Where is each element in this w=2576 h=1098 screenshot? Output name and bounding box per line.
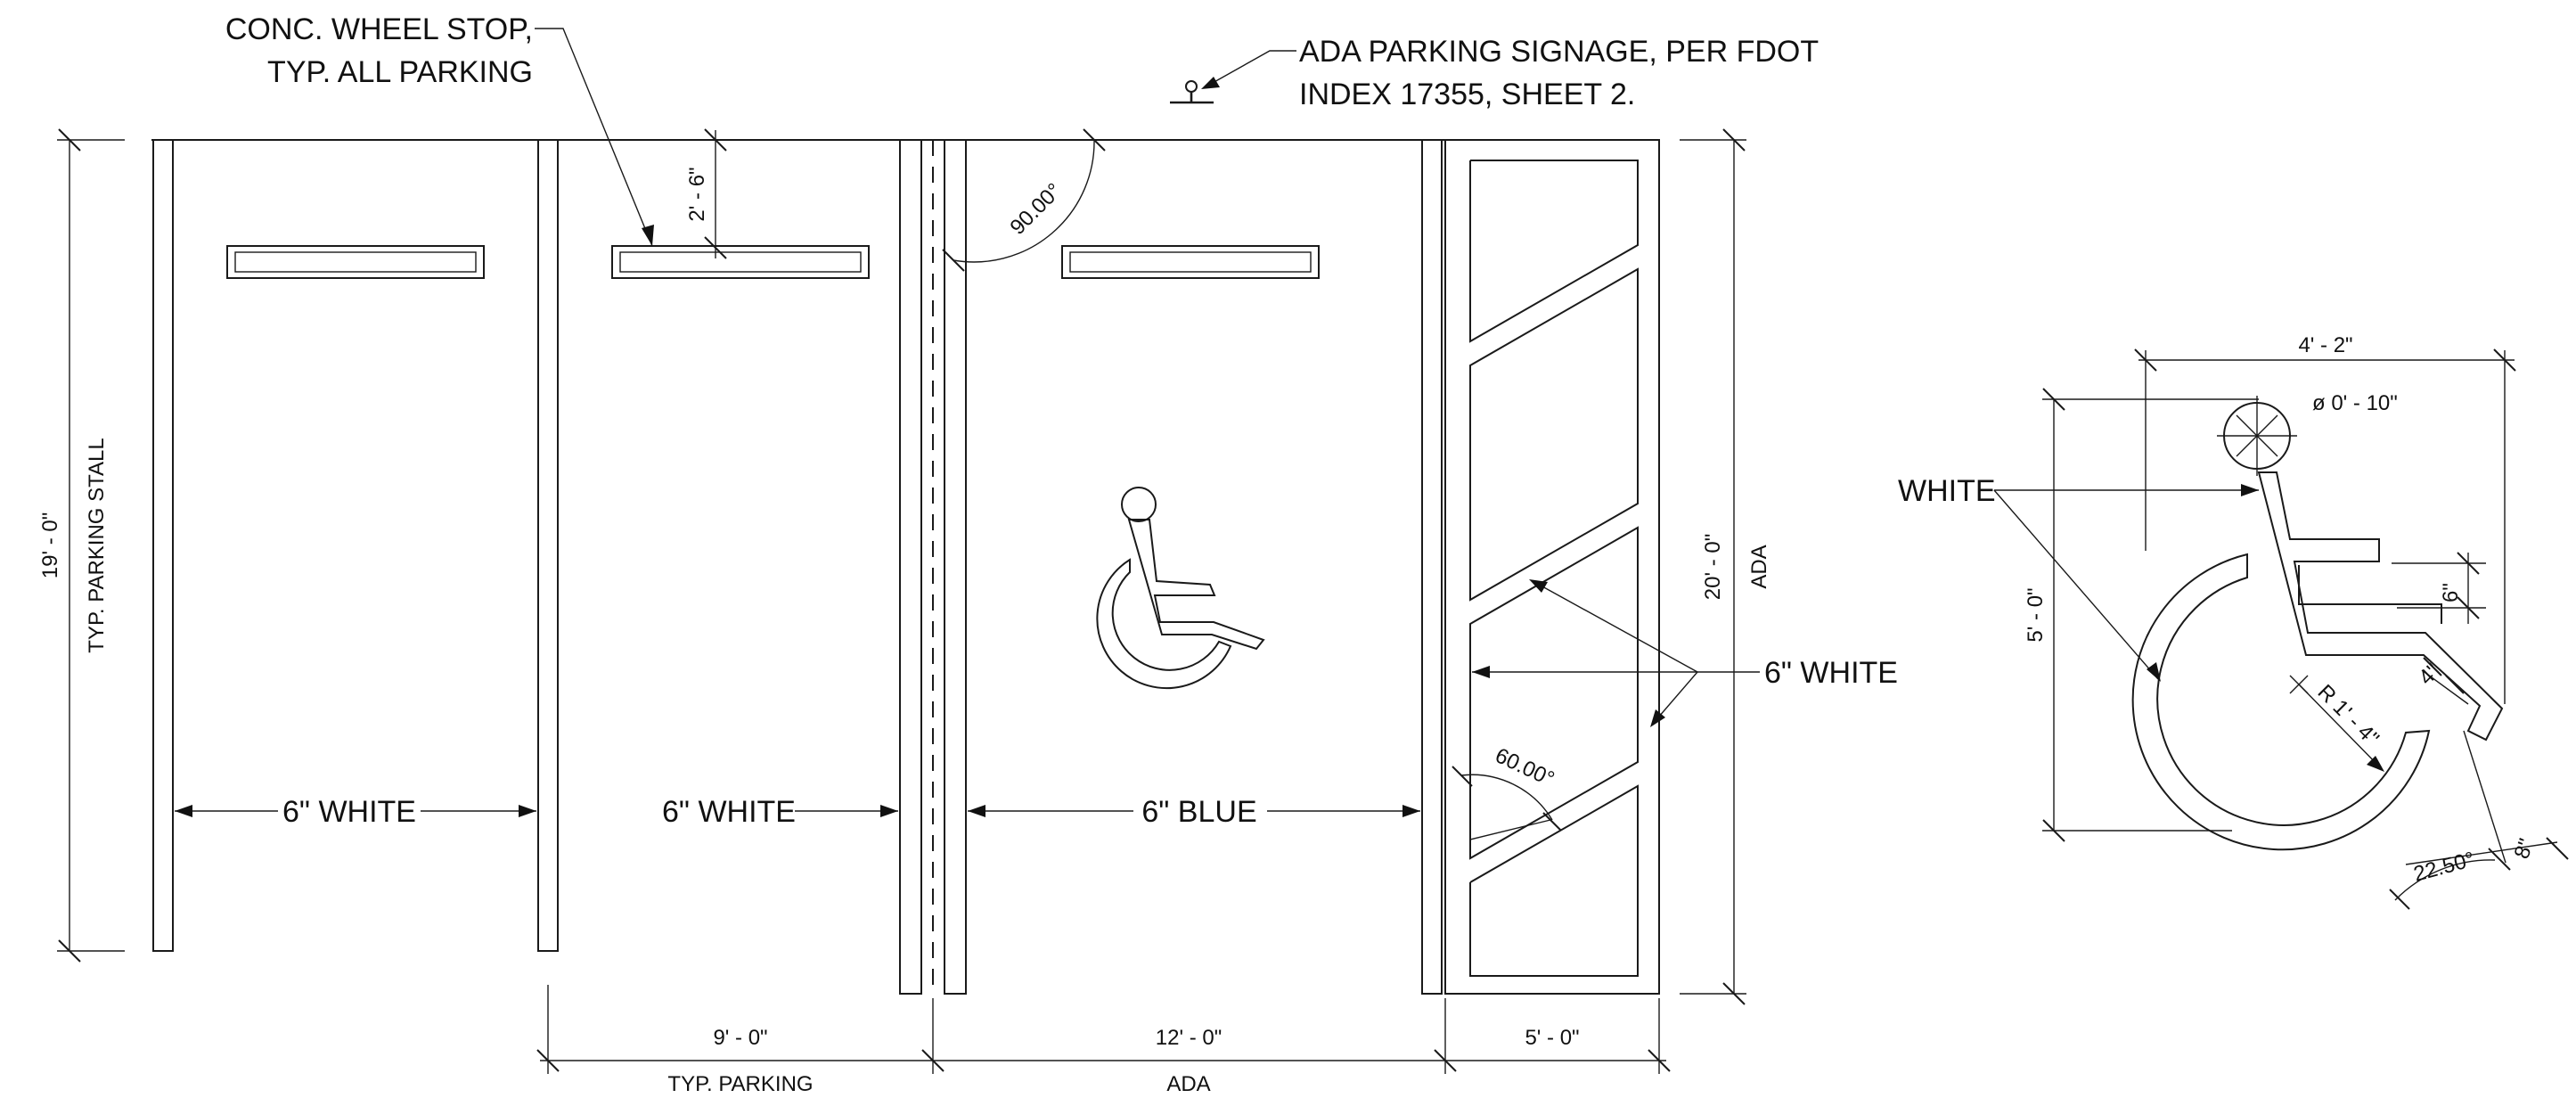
stripe-label-1: 6" WHITE	[282, 795, 416, 829]
stall-length-dim: 19' - 0"	[38, 512, 62, 578]
symbol-detail	[1993, 348, 2569, 910]
footrest-angle-dim: 22.50°	[2411, 848, 2477, 887]
signage-callout-line2: INDEX 17355, SHEET 2.	[1299, 78, 1635, 111]
aisle-hatching	[1469, 160, 1639, 977]
stall-stripe-left	[152, 139, 174, 952]
width-aisle-dim: 5' - 0"	[1525, 1026, 1579, 1050]
parking-layout	[151, 80, 1660, 995]
leaders	[175, 28, 1760, 817]
aisle-stripe-left	[1421, 139, 1443, 995]
hatch-angle-dim: 60.00°	[1492, 743, 1558, 791]
wheel-stop-3	[1061, 245, 1320, 279]
wheel-stop-2	[611, 245, 870, 279]
head-diameter-dim: ø 0' - 10"	[2312, 391, 2398, 415]
tick-4-dim: 4"	[2414, 659, 2445, 690]
detail-wheelchair-body-icon	[2257, 471, 2504, 742]
stall-stripe-middle	[537, 139, 559, 952]
stall-length-label: TYP. PARKING STALL	[85, 438, 109, 652]
width-ada-label: ADA	[1166, 1072, 1210, 1096]
stall-stripe-double-left	[899, 139, 922, 995]
width-ada-dim: 12' - 0"	[1156, 1026, 1222, 1050]
hatch-stripe-label: 6" WHITE	[1764, 656, 1898, 690]
tick-8-dim: 8"	[2510, 836, 2539, 863]
width-typ-label: TYP. PARKING	[667, 1072, 813, 1096]
wheel-stop-callout-line2: TYP. ALL PARKING	[267, 55, 533, 89]
tick-6-dim: 6"	[2439, 583, 2463, 602]
symbol-color-label: WHITE	[1898, 474, 1996, 508]
stop-offset-dim: 2' - 6"	[685, 167, 709, 221]
corner-angle-dim: 90.00°	[1006, 179, 1067, 240]
wheel-radius-dim: R 1' - 4"	[2313, 680, 2384, 750]
layout-dimensions	[57, 128, 1746, 1074]
labels: CONC. WHEEL STOP, TYP. ALL PARKING ADA P…	[38, 12, 2539, 1096]
wheel-stop-1	[226, 245, 485, 279]
stall-stripe-double-right	[944, 139, 967, 995]
aisle-border	[1444, 139, 1660, 995]
stripe-label-2: 6" WHITE	[662, 795, 796, 829]
symbol-width-dim: 4' - 2"	[2298, 333, 2352, 357]
wheel-stop-callout-line1: CONC. WHEEL STOP,	[225, 12, 533, 46]
width-typ-dim: 9' - 0"	[713, 1026, 767, 1050]
ada-length-dim: 20' - 0"	[1701, 534, 1725, 600]
ada-sign-icon	[1170, 80, 1214, 104]
ada-length-label: ADA	[1747, 545, 1771, 588]
wheelchair-symbol-icon	[1096, 487, 1265, 690]
detail-wheel-icon	[2131, 553, 2431, 851]
signage-callout-line1: ADA PARKING SIGNAGE, PER FDOT	[1299, 35, 1819, 69]
stripe-label-3: 6" BLUE	[1141, 795, 1256, 829]
symbol-height-dim: 5' - 0"	[2024, 587, 2048, 642]
